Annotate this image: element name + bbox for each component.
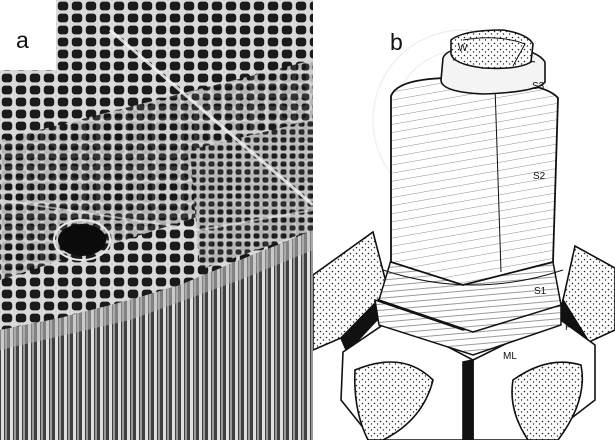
panel-a-letter: a [16,27,29,54]
layer-label-s3: S3 [532,82,544,92]
panel-b-letter: b [390,29,403,56]
layer-label-p: P [565,323,572,333]
layer-label-s1: S1 [534,287,546,297]
wood-cell-micrograph-panel: a [0,0,313,440]
layer-label-w: W [458,44,467,54]
cell-wall-layers-diagram [313,0,615,440]
cell-wall-layers-diagram-panel: b W S3 S2 S1 P ML [313,0,615,440]
layer-label-ml: ML [503,352,517,362]
layer-label-s2: S2 [533,172,545,182]
